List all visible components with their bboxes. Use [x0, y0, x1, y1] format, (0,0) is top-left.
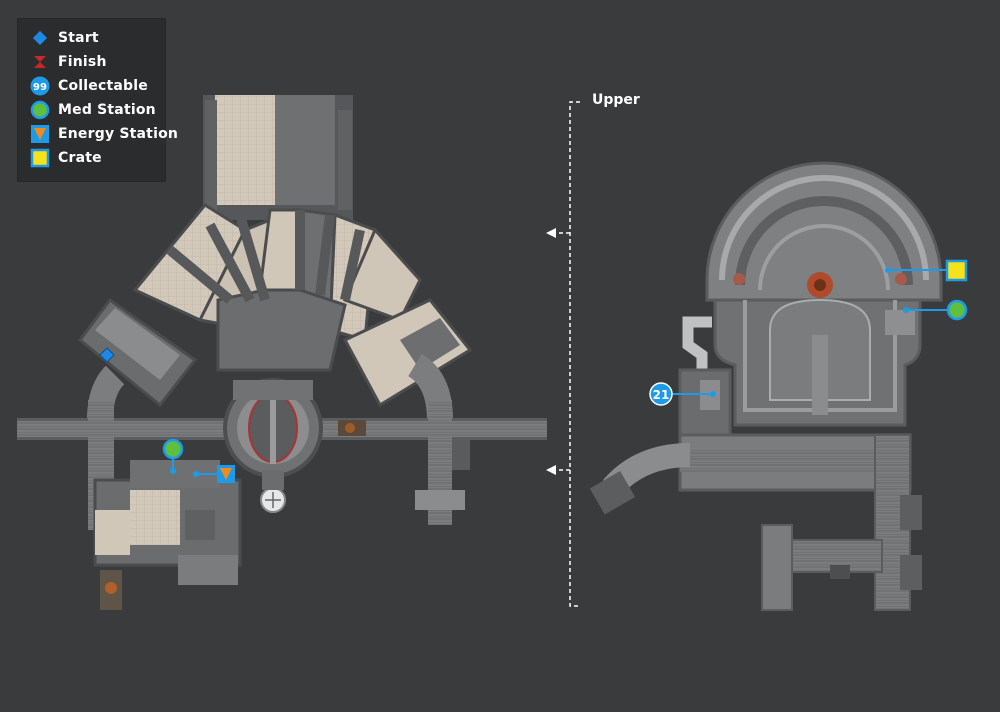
- legend-label: Finish: [58, 54, 107, 70]
- legend-item-collectable: 99 Collectable: [30, 75, 148, 97]
- legend-item-finish: Finish: [30, 51, 107, 73]
- arrow-left-icon: [546, 465, 556, 475]
- med-station-marker-upper: [903, 299, 968, 321]
- collectable-number: 21: [653, 388, 670, 402]
- crate-marker: [885, 259, 968, 282]
- right-corridor-end: [415, 490, 465, 510]
- crate-icon: [30, 148, 50, 168]
- arrow-left-icon: [546, 228, 556, 238]
- energy-station-marker: [193, 465, 235, 483]
- upper-ramp-end: [589, 471, 636, 515]
- legend-item-start: Start: [30, 27, 99, 49]
- start-diamond-icon: [30, 28, 50, 48]
- map-legend: Start Finish 99 Collectable: [17, 18, 178, 182]
- legend-item-med-station: Med Station: [30, 99, 156, 121]
- right-wing-inner: [400, 318, 460, 370]
- svg-text:99: 99: [33, 82, 47, 93]
- legend-label: Start: [58, 30, 99, 46]
- main-building-wall-right: [338, 110, 352, 210]
- start-marker: [99, 347, 115, 363]
- main-building-floor-dark: [275, 95, 335, 205]
- finish-icon: [30, 52, 50, 72]
- legend-label: Med Station: [58, 102, 156, 118]
- upper-bottom-left-room: [761, 524, 793, 611]
- lower-level-map: [17, 95, 547, 610]
- upper-level-map: [589, 161, 943, 611]
- legend-item-energy-station: Energy Station: [30, 123, 178, 145]
- left-wing-floor: [95, 308, 180, 380]
- collectable-badge-icon: 99: [30, 76, 50, 96]
- legend-label: Energy Station: [58, 126, 179, 142]
- med-station-marker-lower: [162, 438, 184, 474]
- collectable-marker: 21: [649, 382, 716, 406]
- level-connector: [546, 101, 580, 607]
- main-building-floor-light: [215, 95, 275, 205]
- fan-rooms: [132, 203, 422, 372]
- legend-item-crate: Crate: [30, 147, 102, 169]
- med-station-icon: [30, 100, 50, 120]
- legend-label: Collectable: [58, 78, 148, 94]
- energy-station-icon: [30, 124, 50, 144]
- zigzag-pipe: [682, 316, 712, 380]
- upper-level-label: Upper: [592, 92, 640, 108]
- legend-label: Crate: [58, 150, 102, 166]
- main-building-wall-left: [205, 100, 217, 215]
